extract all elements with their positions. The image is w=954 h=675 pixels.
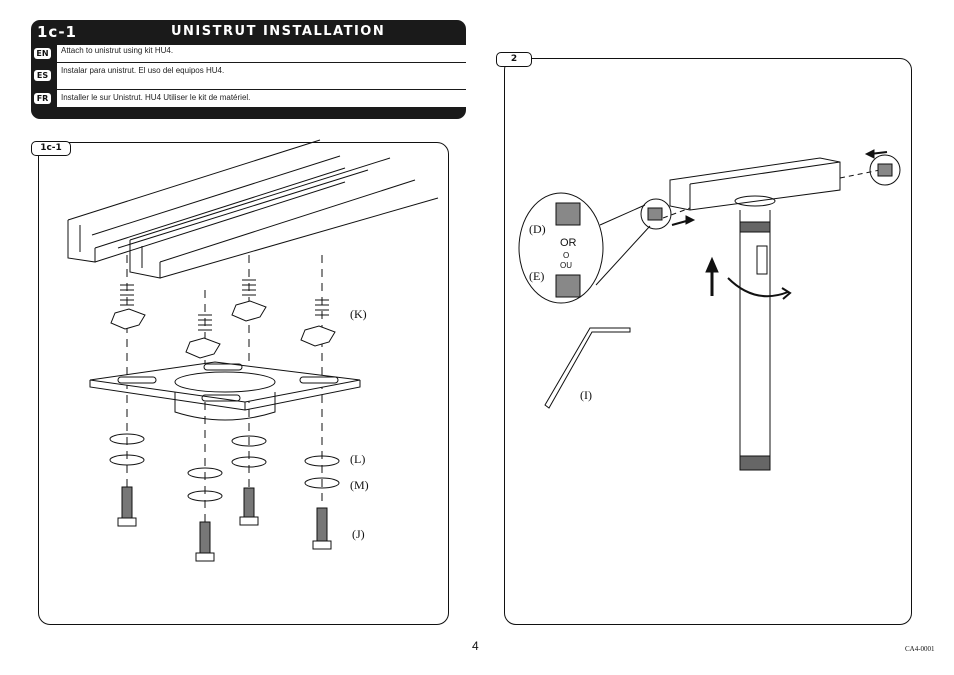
bolt-illustration	[117, 486, 332, 562]
instruction-en: Attach to unistrut using kit HU4.	[57, 45, 466, 62]
mounting-plate-illustration	[89, 361, 361, 421]
label-j: (J)	[352, 527, 365, 541]
header-box: 1c-1 UNISTRUT INSTALLATION EN Attach to …	[31, 20, 466, 119]
label-i: (I)	[580, 388, 592, 402]
lang-badge-fr: FR	[34, 93, 51, 104]
label-or: OR	[560, 237, 577, 249]
instruction-es: Instalar para unistrut. El uso del equip…	[57, 63, 466, 89]
label-ou: OU	[560, 261, 572, 270]
unistrut-channel-illustration	[67, 139, 439, 279]
panel2-tab: 2	[496, 52, 532, 67]
label-m: (M)	[350, 478, 369, 492]
label-k: (K)	[350, 307, 367, 321]
spring-nut-illustration	[110, 279, 336, 359]
step-number: 1c-1	[37, 23, 77, 41]
label-o: O	[563, 251, 569, 260]
page-title: UNISTRUT INSTALLATION	[171, 24, 386, 39]
document-id: CA4-0001	[905, 645, 935, 653]
page-number: 4	[472, 639, 479, 653]
lang-badge-en: EN	[34, 48, 51, 59]
label-l: (L)	[350, 452, 365, 466]
instruction-fr: Installer le sur Unistrut. HU4 Utiliser …	[57, 90, 466, 107]
label-d: (D)	[529, 222, 546, 236]
pipe-assembly-illustration	[518, 149, 901, 471]
header-bar: 1c-1 UNISTRUT INSTALLATION	[31, 20, 466, 44]
label-e: (E)	[529, 269, 544, 283]
panel1-tab: 1c-1	[31, 141, 71, 156]
panel-pipe-install	[504, 58, 912, 625]
lang-badge-es: ES	[34, 70, 51, 81]
washer-illustration	[109, 433, 340, 502]
